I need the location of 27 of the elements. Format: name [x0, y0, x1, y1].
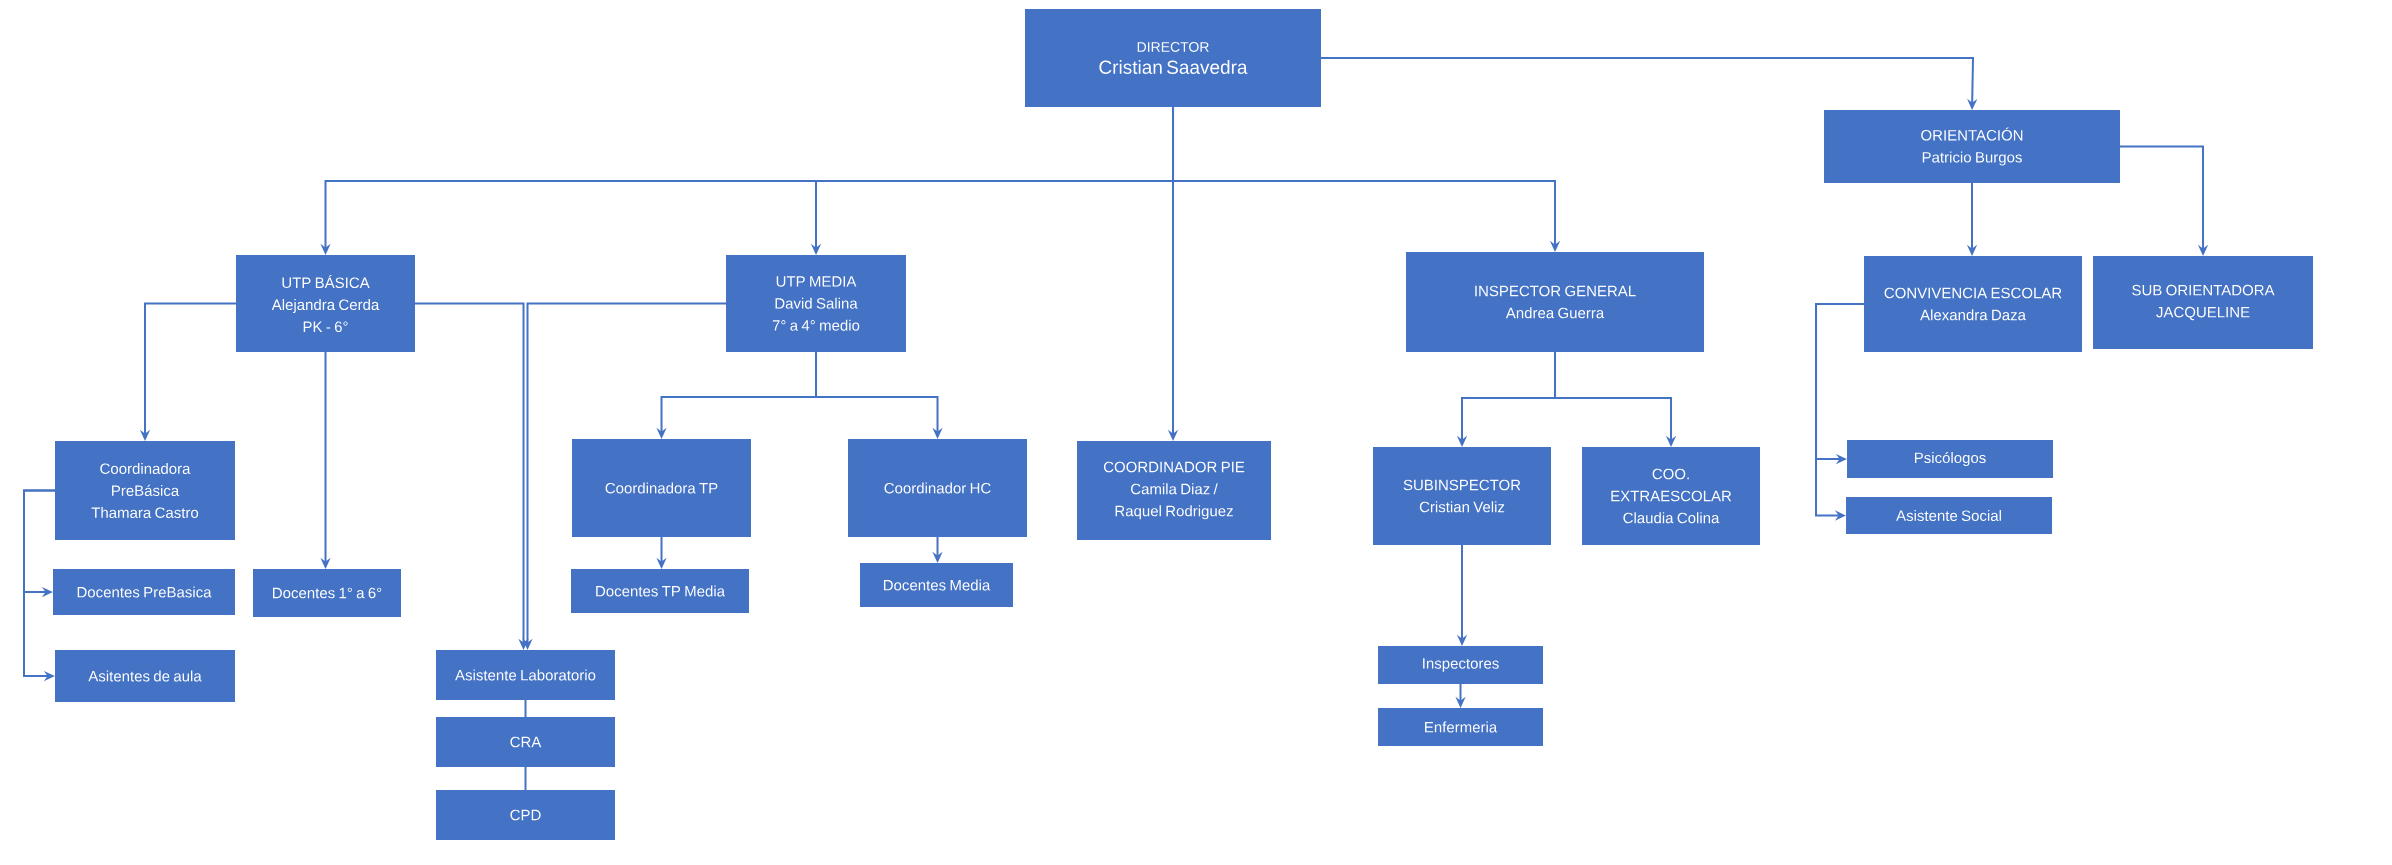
org-box: Coordinador HC [848, 439, 1027, 537]
org-box: Asitentes de aula [55, 650, 235, 702]
org-box: COORDINADOR PIE Camila Diaz / Raquel Rodriguez [1077, 441, 1271, 540]
org-box: Inspectores [1378, 646, 1543, 684]
connector-line [524, 699, 527, 718]
org-box: CONVIVENCIA ESCOLAR Alexandra Daza [1864, 256, 2083, 352]
org-box: DIRECTOR Cristian Saavedra [1025, 9, 1321, 107]
org-box: Coordinadora PreBásica Thamara Castro [55, 441, 235, 540]
org-box: Docentes 1° a 6° [253, 569, 401, 617]
org-box: Docentes TP Media [571, 569, 749, 613]
org-box: ORIENTACIÓN Patricio Burgos [1824, 110, 2121, 183]
org-box: Coordinadora TP [572, 439, 751, 537]
org-box: Enfermeria [1378, 708, 1543, 746]
org-box: Docentes PreBasica [53, 569, 235, 615]
org-box: CRA [436, 717, 615, 767]
org-box: CPD [436, 790, 615, 840]
org-box: Docentes Media [860, 563, 1013, 607]
org-box: Asistente Social [1846, 497, 2053, 534]
org-box: UTP MEDIA David Salina 7° a 4° medio [726, 255, 906, 352]
org-box: UTP BÁSICA Alejandra Cerda PK - 6° [236, 255, 415, 352]
org-box: INSPECTOR GENERAL Andrea Guerra [1406, 252, 1704, 352]
org-box: SUB ORIENTADORA JACQUELINE [2093, 256, 2314, 349]
connector-line [524, 766, 527, 791]
org-box: SUBINSPECTOR Cristian Veliz [1373, 447, 1551, 545]
org-box: COO. EXTRAESCOLAR Claudia Colina [1582, 447, 1761, 545]
org-box: Psicólogos [1847, 440, 2054, 478]
org-box: Asistente Laboratorio [436, 650, 615, 700]
